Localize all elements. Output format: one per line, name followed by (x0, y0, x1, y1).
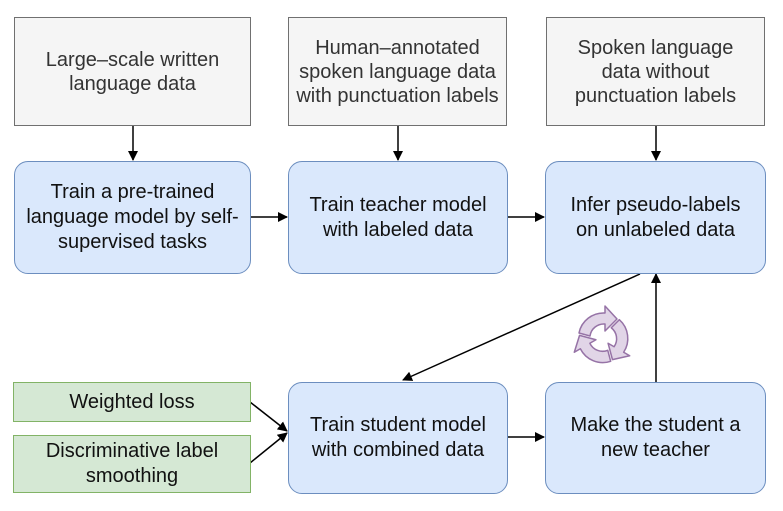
pretrain-step-label: Train a pre-trained language model by se… (26, 181, 239, 253)
weighted-loss-label: Weighted loss (69, 390, 195, 413)
recycle-cycle-icon (573, 305, 631, 364)
new-teacher-step-label: Make the student a new teacher (570, 414, 741, 461)
student-step: Train student model with combined data (288, 382, 508, 494)
annotated-spoken-data-label: Human–annotated spoken language data wit… (296, 36, 499, 107)
pretrain-step: Train a pre-trained language model by se… (14, 161, 251, 274)
infer-step-label: Infer pseudo-labels on unlabeled data (570, 193, 741, 241)
weighted-loss-box: Weighted loss (13, 382, 251, 422)
written-language-data-label: Large–scale written language data (45, 48, 220, 95)
written-language-data-box: Large–scale written language data (14, 17, 251, 126)
label-smoothing-label: Discriminative label smoothing (45, 440, 219, 487)
student-step-label: Train student model with combined data (309, 414, 486, 461)
arrow-weighted-loss-to-student (249, 401, 288, 432)
arrow-infer-to-student (402, 273, 641, 381)
new-teacher-step: Make the student a new teacher (545, 382, 766, 494)
arrow-smoothing-to-student (249, 432, 288, 464)
unlabeled-spoken-data-label: Spoken language data without punctuation… (574, 36, 737, 107)
teacher-step-label: Train teacher model with labeled data (309, 193, 487, 241)
infer-step: Infer pseudo-labels on unlabeled data (545, 161, 766, 274)
unlabeled-spoken-data-box: Spoken language data without punctuation… (546, 17, 765, 126)
teacher-step: Train teacher model with labeled data (288, 161, 508, 274)
label-smoothing-box: Discriminative label smoothing (13, 435, 251, 493)
annotated-spoken-data-box: Human–annotated spoken language data wit… (288, 17, 507, 126)
